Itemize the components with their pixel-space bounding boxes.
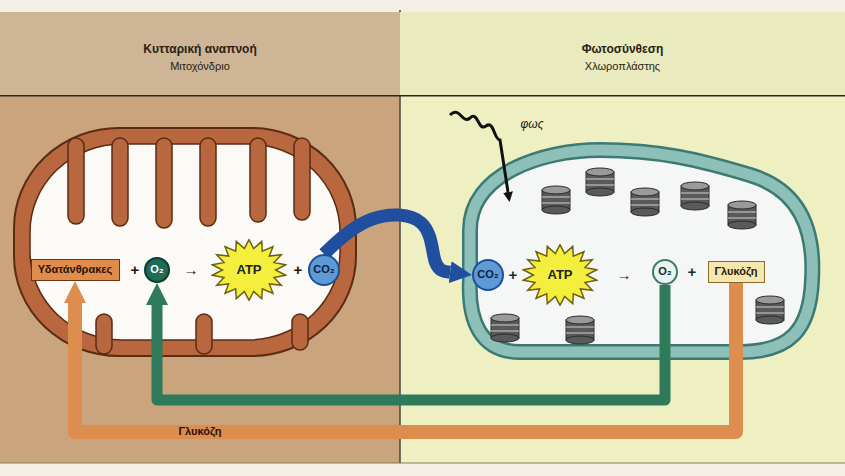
mitochondrion <box>14 128 356 356</box>
node-text: CO₂ <box>313 263 334 276</box>
outer-membrane <box>14 128 356 356</box>
molecule-circle: O₂ <box>144 257 170 283</box>
node-text: ATP <box>236 262 261 278</box>
header-band: ΦωτοσύνθεσηΧλωροπλάστης <box>400 12 845 95</box>
atp-burst: ATP <box>211 239 287 301</box>
crista <box>96 314 112 354</box>
header-subtitle: Χλωροπλάστης <box>585 60 660 73</box>
equation-sign: → <box>184 261 199 279</box>
light-ray <box>450 112 508 192</box>
arrow-label: Γλυκόζη <box>175 425 226 438</box>
left-panel <box>0 95 400 463</box>
granum <box>542 186 570 214</box>
burst-polygon <box>523 245 596 306</box>
node-text: O₂ <box>150 263 163 276</box>
granum <box>728 201 756 229</box>
equation-sign: → <box>617 266 632 284</box>
granum <box>586 168 614 196</box>
crista <box>156 138 172 228</box>
equation-sign: + <box>688 263 697 281</box>
node-text: O₂ <box>658 265 671 278</box>
flow-arrow <box>324 215 450 272</box>
burst-polygon <box>212 240 285 301</box>
chloroplast-envelope <box>470 150 813 352</box>
equation-sign: + <box>131 261 140 279</box>
header-title: Κυτταρική αναπνοή <box>143 42 256 56</box>
crista <box>68 138 84 224</box>
molecule-circle: O₂ <box>652 259 678 285</box>
molecule-box: Γλυκόζη <box>708 261 765 283</box>
crista <box>250 138 266 222</box>
chloroplast <box>470 150 813 352</box>
right-panel <box>400 95 845 463</box>
atp-burst: ATP <box>522 244 598 306</box>
node-text: Γλυκόζη <box>715 265 758 278</box>
granum <box>756 296 784 324</box>
crista <box>292 314 308 350</box>
header-subtitle: Μιτοχόνδριο <box>170 60 230 73</box>
node-text: ATP <box>547 267 572 283</box>
granum <box>681 182 709 210</box>
node-text: CO₂ <box>477 268 498 281</box>
crista <box>200 138 216 226</box>
chloroplast-envelope-inner <box>470 150 813 352</box>
crista <box>112 138 128 226</box>
flow-arrow <box>75 283 736 432</box>
equation-sign: + <box>294 261 303 279</box>
bottom-rule <box>0 463 845 464</box>
flow-arrow <box>157 285 665 400</box>
granum <box>631 188 659 216</box>
header-band: Κυτταρική αναπνοήΜιτοχόνδριο <box>0 12 400 95</box>
crista <box>294 138 310 220</box>
equation-sign: + <box>509 266 518 284</box>
molecule-circle: CO₂ <box>308 254 340 286</box>
header-title: Φωτοσύνθεση <box>582 42 664 56</box>
molecule-box: Υδατάνθρακες <box>31 259 120 281</box>
molecule-circle: CO₂ <box>472 259 504 291</box>
granum <box>491 314 519 342</box>
crista <box>196 314 212 354</box>
light-label: φως <box>520 117 543 131</box>
granum <box>566 316 594 344</box>
node-text: Υδατάνθρακες <box>38 263 112 276</box>
